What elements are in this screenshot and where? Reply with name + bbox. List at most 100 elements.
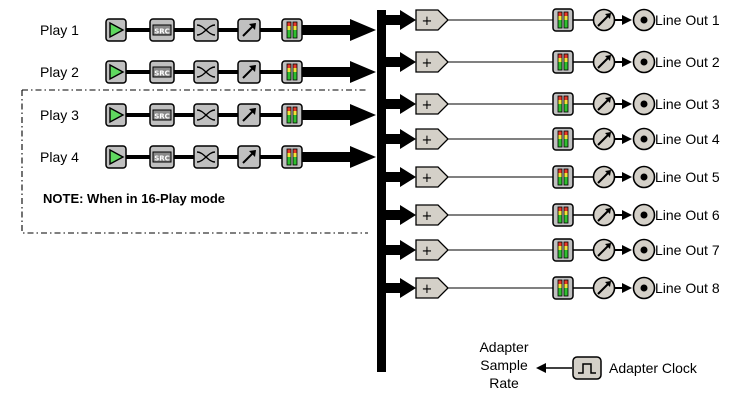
adapter-sample-rate-line1: Adapter bbox=[479, 339, 528, 355]
volume-ramp-icon bbox=[237, 103, 261, 127]
line-out-label: Line Out 6 bbox=[655, 207, 720, 223]
sum-symbol: + bbox=[422, 171, 433, 186]
sum-symbol: + bbox=[422, 14, 433, 29]
meter-icon bbox=[281, 103, 303, 127]
output-jack-icon bbox=[632, 238, 656, 262]
arrow-icon bbox=[622, 134, 632, 144]
clock-icon bbox=[572, 356, 602, 380]
arrow-icon bbox=[622, 283, 632, 293]
src-label: SRC bbox=[154, 70, 170, 78]
sum-symbol: + bbox=[422, 209, 433, 224]
volume-knob-icon bbox=[592, 92, 616, 116]
meter-icon bbox=[552, 8, 574, 32]
volume-ramp-icon bbox=[237, 145, 261, 169]
play-icon bbox=[105, 18, 127, 42]
meter-icon bbox=[552, 50, 574, 74]
arrow-left-icon bbox=[536, 363, 546, 373]
bus-to-mixer-arrow bbox=[386, 94, 416, 114]
crossfade-icon bbox=[193, 145, 219, 169]
src-icon: SRC bbox=[149, 18, 175, 42]
meter-icon bbox=[281, 60, 303, 84]
output-jack-icon bbox=[632, 8, 656, 32]
arrow-icon bbox=[622, 15, 632, 25]
meter-icon bbox=[552, 127, 574, 151]
mixer-sum-icon: + bbox=[415, 128, 449, 150]
line-out-label: Line Out 2 bbox=[655, 54, 720, 70]
meter-icon bbox=[552, 276, 574, 300]
play-to-bus-arrow bbox=[302, 19, 376, 41]
mode-note: NOTE: When in 16-Play mode bbox=[43, 191, 225, 206]
play-to-bus-arrow bbox=[302, 104, 376, 126]
sum-symbol: + bbox=[422, 244, 433, 259]
bus-to-mixer-arrow bbox=[386, 52, 416, 72]
play-icon bbox=[105, 145, 127, 169]
output-jack-icon bbox=[632, 165, 656, 189]
bus-to-mixer-arrow bbox=[386, 10, 416, 30]
output-jack-icon bbox=[632, 276, 656, 300]
mixer-sum-icon: + bbox=[415, 51, 449, 73]
crossfade-icon bbox=[193, 103, 219, 127]
volume-knob-icon bbox=[592, 276, 616, 300]
src-icon: SRC bbox=[149, 145, 175, 169]
adapter-sample-rate-line3: Rate bbox=[489, 375, 519, 391]
arrow-icon bbox=[622, 210, 632, 220]
output-jack-icon bbox=[632, 203, 656, 227]
mixer-sum-icon: + bbox=[415, 9, 449, 31]
src-label: SRC bbox=[154, 155, 170, 163]
bus-to-mixer-arrow bbox=[386, 240, 416, 260]
volume-knob-icon bbox=[592, 127, 616, 151]
sum-symbol: + bbox=[422, 282, 433, 297]
crossfade-icon bbox=[193, 18, 219, 42]
output-jack-icon bbox=[632, 92, 656, 116]
meter-icon bbox=[281, 18, 303, 42]
bus-to-mixer-arrow bbox=[386, 278, 416, 298]
output-row: + Line Out 3 bbox=[386, 92, 720, 116]
meter-icon bbox=[281, 145, 303, 169]
adapter-clock-label: Adapter Clock bbox=[609, 360, 698, 376]
line-out-label: Line Out 5 bbox=[655, 169, 720, 185]
volume-knob-icon bbox=[592, 238, 616, 262]
play-icon bbox=[105, 103, 127, 127]
volume-ramp-icon bbox=[237, 18, 261, 42]
play-row: Play 4 SRC bbox=[40, 145, 376, 169]
line-out-label: Line Out 3 bbox=[655, 96, 720, 112]
mixer-sum-icon: + bbox=[415, 277, 449, 299]
volume-knob-icon bbox=[592, 203, 616, 227]
line-out-label: Line Out 1 bbox=[655, 12, 720, 28]
bus-to-mixer-arrow bbox=[386, 205, 416, 225]
play-label: Play 2 bbox=[40, 64, 79, 80]
play-label: Play 1 bbox=[40, 22, 79, 38]
output-jack-icon bbox=[632, 50, 656, 74]
play-to-bus-arrow bbox=[302, 61, 376, 83]
mixer-sum-icon: + bbox=[415, 204, 449, 226]
volume-knob-icon bbox=[592, 8, 616, 32]
meter-icon bbox=[552, 203, 574, 227]
play-label: Play 3 bbox=[40, 107, 79, 123]
src-icon: SRC bbox=[149, 60, 175, 84]
line-out-label: Line Out 4 bbox=[655, 131, 720, 147]
play-row: Play 1 SRC bbox=[40, 18, 376, 42]
meter-icon bbox=[552, 165, 574, 189]
line-out-label: Line Out 7 bbox=[655, 242, 720, 258]
output-row: + Line Out 5 bbox=[386, 165, 720, 189]
sum-symbol: + bbox=[422, 56, 433, 71]
volume-ramp-icon bbox=[237, 60, 261, 84]
src-label: SRC bbox=[154, 28, 170, 36]
line-out-label: Line Out 8 bbox=[655, 280, 720, 296]
meter-icon bbox=[552, 238, 574, 262]
arrow-icon bbox=[622, 245, 632, 255]
arrow-icon bbox=[622, 99, 632, 109]
play-label: Play 4 bbox=[40, 149, 79, 165]
mixer-sum-icon: + bbox=[415, 239, 449, 261]
play-icon bbox=[105, 60, 127, 84]
mixer-sum-icon: + bbox=[415, 93, 449, 115]
output-row: + Line Out 7 bbox=[386, 238, 720, 262]
sixteen-play-region-border bbox=[21, 89, 368, 234]
adapter-sample-rate-line2: Sample bbox=[480, 357, 528, 373]
volume-knob-icon bbox=[592, 165, 616, 189]
mixer-bus-bar bbox=[377, 10, 386, 372]
output-row: + Line Out 6 bbox=[386, 203, 720, 227]
